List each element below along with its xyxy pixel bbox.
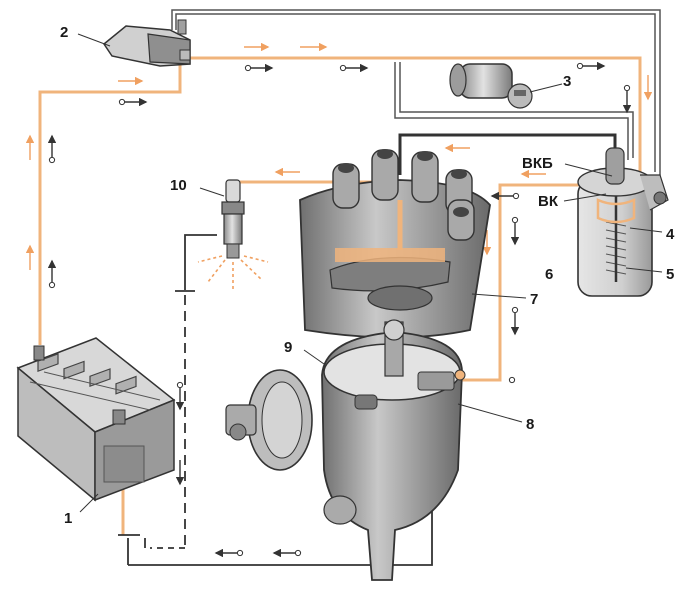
arrow-origin-dots — [48, 62, 631, 557]
callout-8: 8 — [526, 416, 534, 433]
distributor-body-icon — [225, 319, 466, 581]
callout-1: 1 — [64, 510, 72, 527]
callout-9: 9 — [284, 339, 292, 356]
ignition-switch-icon — [449, 63, 533, 109]
callout-6: 6 — [545, 266, 553, 283]
leader-lines — [77, 33, 663, 513]
callout-labels: 1 2 3 4 5 6 7 8 9 10 ВКБ ВК — [60, 24, 675, 527]
callout-vk: ВК — [538, 193, 559, 210]
callout-vkb: ВКБ — [522, 155, 553, 172]
relay-icon — [102, 19, 191, 67]
callout-3: 3 — [563, 73, 571, 90]
current-flow-arrows — [25, 42, 653, 558]
spark-plug-icon — [197, 179, 269, 290]
distributor-cap-icon — [299, 149, 491, 339]
callout-10: 10 — [170, 177, 187, 194]
ignition-coil-icon — [577, 147, 669, 297]
battery-icon — [16, 337, 176, 502]
callout-4: 4 — [666, 226, 675, 243]
callout-2: 2 — [60, 24, 68, 41]
callout-5: 5 — [666, 266, 674, 283]
callout-7: 7 — [530, 291, 538, 308]
